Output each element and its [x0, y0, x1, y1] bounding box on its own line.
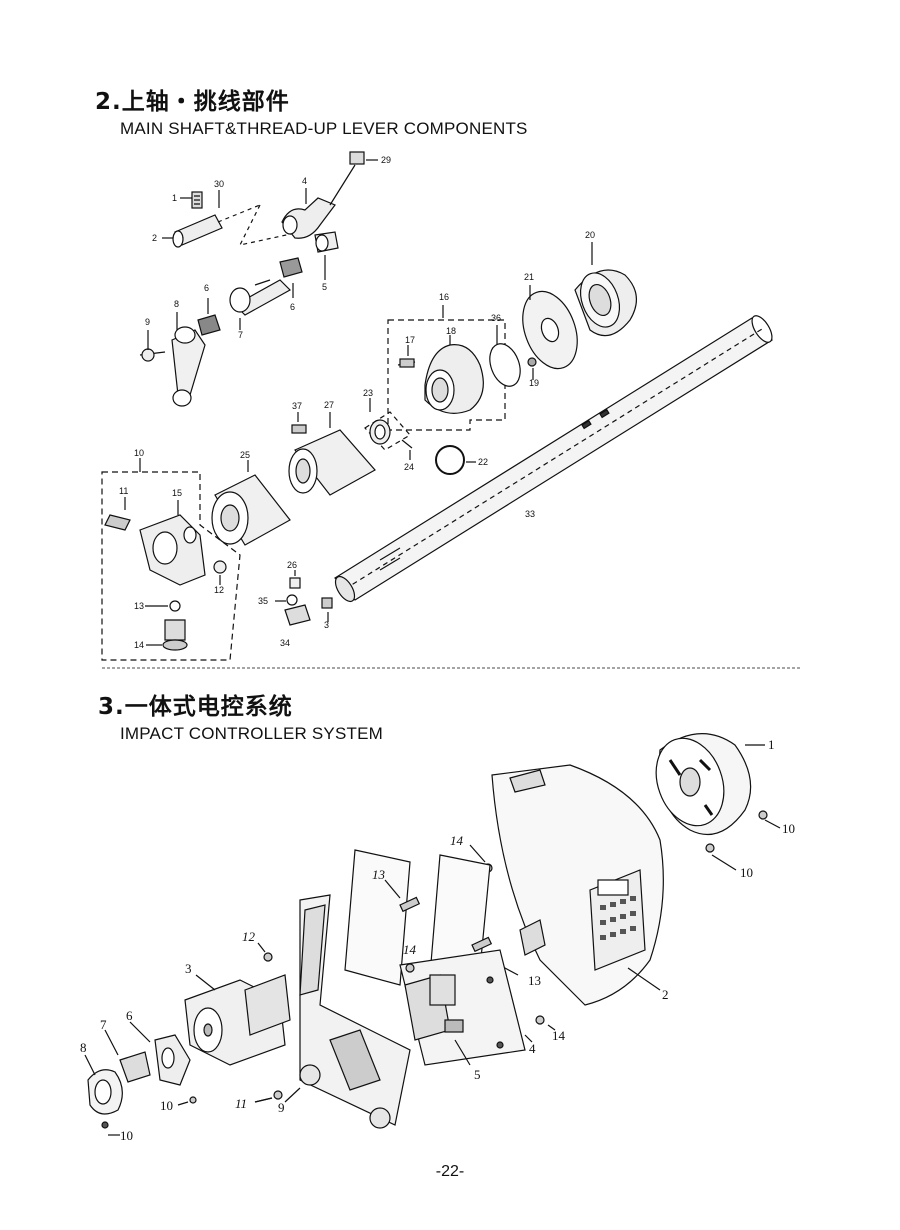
thread-take-up-lever	[281, 151, 378, 280]
label-37: 37	[292, 401, 302, 411]
label-13: 13	[134, 601, 144, 611]
label-b10d: 10	[120, 1128, 133, 1143]
label-12: 12	[214, 585, 224, 595]
label-b8: 8	[80, 1040, 87, 1055]
label-25: 25	[240, 450, 250, 460]
pulley-discs	[489, 242, 637, 387]
label-b11: 11	[235, 1096, 247, 1111]
group-10-box	[101, 458, 241, 661]
encoder-coupling	[84, 1021, 273, 1136]
label-b13a: 13	[372, 867, 386, 882]
bushing-group	[211, 412, 376, 546]
section3-title-cn: 3.一体式电控系统	[98, 694, 293, 720]
label-7: 7	[238, 330, 243, 340]
label-b14c: 14	[552, 1028, 566, 1043]
label-23: 23	[363, 388, 373, 398]
label-b10c: 10	[160, 1098, 173, 1113]
label-16: 16	[439, 292, 449, 302]
label-20: 20	[585, 230, 595, 240]
label-b3: 3	[185, 961, 192, 976]
label-6b: 6	[290, 302, 295, 312]
label-9: 9	[145, 317, 150, 327]
servo-motor	[184, 942, 291, 1066]
section2-title-cn: 2.上轴・挑线部件	[95, 89, 290, 115]
label-36: 36	[491, 313, 501, 323]
label-b14b: 14	[403, 942, 417, 957]
label-b1: 1	[768, 737, 775, 752]
label-21: 21	[524, 272, 534, 282]
label-b10a: 10	[782, 821, 795, 836]
label-b10b: 10	[740, 865, 753, 880]
group-16-box	[387, 305, 506, 431]
main-shaft	[334, 315, 773, 603]
label-33: 33	[525, 509, 535, 519]
main-board	[399, 949, 556, 1066]
label-30: 30	[214, 179, 224, 189]
section2-title-en: MAIN SHAFT&THREAD-UP LEVER COMPONENTS	[120, 119, 528, 138]
label-14: 14	[134, 640, 144, 650]
label-5: 5	[322, 282, 327, 292]
label-18: 18	[446, 326, 456, 336]
label-1: 1	[172, 193, 177, 203]
top-part-labels: 1 2 30 4 29 5 6 6 7 8 9 16 18 17 36 19 2…	[119, 155, 595, 650]
crank-group	[197, 257, 303, 336]
label-b7: 7	[100, 1017, 107, 1032]
collar-and-ring	[364, 398, 476, 475]
label-b6: 6	[126, 1008, 133, 1023]
label-19: 19	[529, 378, 539, 388]
label-3: 3	[324, 620, 329, 630]
label-10: 10	[134, 448, 144, 458]
label-6a: 6	[204, 283, 209, 293]
label-2: 2	[152, 233, 157, 243]
label-26: 26	[287, 560, 297, 570]
label-22: 22	[478, 457, 488, 467]
label-15: 15	[172, 488, 182, 498]
label-b5: 5	[474, 1067, 481, 1082]
label-27: 27	[324, 400, 334, 410]
controller-cover	[655, 733, 781, 871]
label-17: 17	[405, 335, 415, 345]
label-35: 35	[258, 596, 268, 606]
label-b2: 2	[662, 987, 669, 1002]
connecting-rod	[139, 312, 206, 407]
label-b4: 4	[529, 1041, 536, 1056]
section3-title-en: IMPACT CONTROLLER SYSTEM	[120, 724, 383, 743]
label-b13b: 13	[528, 973, 541, 988]
hinge-screw-group	[162, 190, 301, 248]
label-24: 24	[404, 462, 414, 472]
bottom-part-labels: 1 10 10 2 14 13 14 13 14 4 5 12 3 6 7 8 …	[80, 737, 795, 1143]
label-34: 34	[280, 638, 290, 648]
label-29: 29	[381, 155, 391, 165]
stop-screws	[275, 570, 333, 626]
label-b9: 9	[278, 1100, 285, 1115]
label-b14a: 14	[450, 833, 464, 848]
label-4: 4	[302, 176, 307, 186]
label-b12: 12	[242, 929, 256, 944]
control-box-housing	[469, 764, 664, 1006]
label-8: 8	[174, 299, 179, 309]
label-11: 11	[119, 486, 128, 496]
page-number: -22-	[435, 1163, 465, 1180]
